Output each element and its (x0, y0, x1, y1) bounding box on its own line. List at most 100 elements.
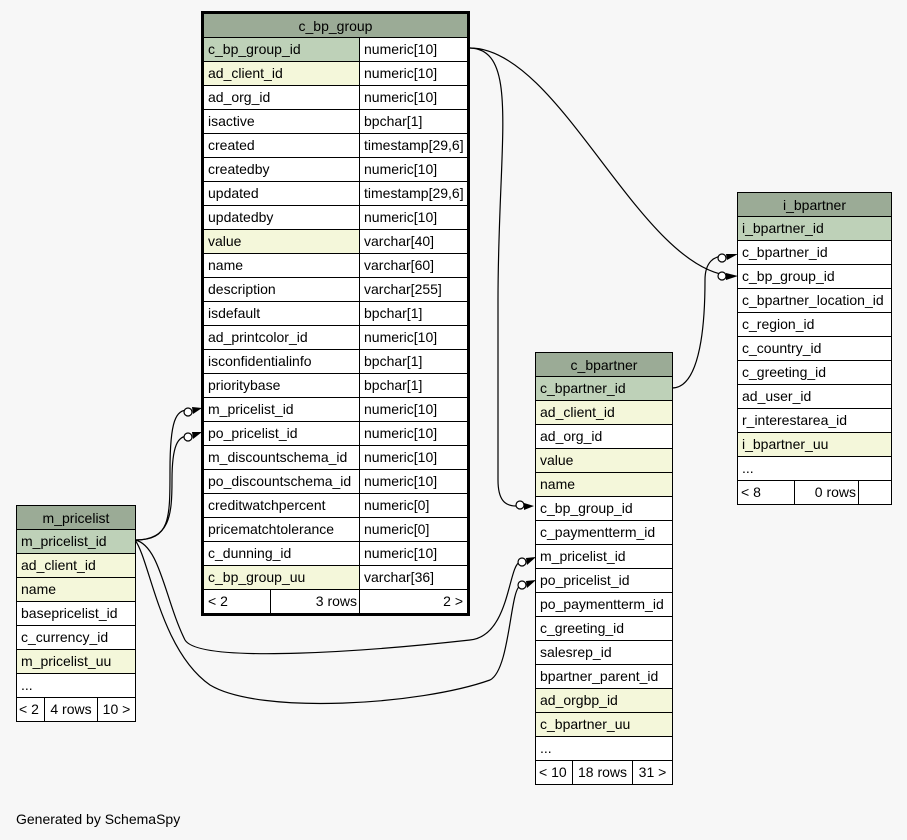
column-name: c_region_id (742, 316, 815, 332)
column-row[interactable]: po_paymentterm_id (536, 593, 672, 617)
edge-bpartner-to-ibpartner (671, 255, 725, 389)
table-footer: < 2 3 rows 2 > (204, 590, 467, 613)
column-type: numeric[10] (364, 89, 438, 105)
column-row[interactable]: c_bpartner_id (536, 377, 672, 401)
column-row[interactable]: ad_orgbp_id (536, 689, 672, 713)
more-columns-row[interactable]: ... (17, 674, 135, 698)
column-name: name (204, 254, 360, 277)
column-row[interactable]: i_bpartner_uu (738, 433, 891, 457)
footer-children[interactable] (859, 481, 891, 504)
more-columns-row[interactable]: ... (536, 737, 672, 761)
column-name: ... (742, 460, 754, 476)
column-name: c_bpartner_id (536, 377, 672, 400)
column-row[interactable]: c_bp_group_id (738, 265, 891, 289)
table-footer: < 8 0 rows (738, 481, 891, 504)
column-row[interactable]: c_region_id (738, 313, 891, 337)
column-type: varchar[40] (364, 233, 435, 249)
column-row[interactable]: name (536, 473, 672, 497)
column-type: numeric[10] (364, 425, 438, 441)
column-row[interactable]: value (536, 449, 672, 473)
footer-parents[interactable]: < 2 (204, 590, 271, 613)
footer-row-count: 18 rows (573, 761, 633, 784)
more-columns-row[interactable]: ... (738, 457, 891, 481)
column-row[interactable]: c_greeting_id (738, 361, 891, 385)
column-row[interactable]: m_pricelist_id (17, 530, 135, 554)
column-name: ad_client_id (204, 62, 360, 85)
footer-parents[interactable]: < 2 (17, 698, 45, 721)
column-type: numeric[10] (364, 449, 438, 465)
footer-parents[interactable]: < 10 (536, 761, 573, 784)
column-row[interactable]: c_bpartner_id (738, 241, 891, 265)
column-name: i_bpartner_id (738, 217, 891, 240)
column-row[interactable]: c_bpartner_location_id (738, 289, 891, 313)
column-row[interactable]: basepricelist_id (17, 602, 135, 626)
column-row[interactable]: c_bp_group_id (536, 497, 672, 521)
footer-parents[interactable]: < 8 (738, 481, 795, 504)
column-row[interactable]: ad_user_id (738, 385, 891, 409)
column-row[interactable]: c_bpartner_uu (536, 713, 672, 737)
column-row[interactable]: r_interestarea_id (738, 409, 891, 433)
footer-children[interactable]: 31 > (638, 764, 667, 780)
column-row[interactable]: m_pricelist_id (536, 545, 672, 569)
edge-end-marker (717, 271, 727, 281)
edge-bp-group-to-bpartner (469, 47, 517, 507)
column-name: c_bpartner_uu (536, 713, 672, 736)
column-row[interactable]: i_bpartner_id (738, 217, 891, 241)
column-row[interactable]: name (17, 578, 135, 602)
column-row[interactable]: ad_org_id (536, 425, 672, 449)
column-row[interactable]: ad_client_id (536, 401, 672, 425)
column-name: isconfidentialinfo (204, 350, 360, 373)
column-type: bpchar[1] (364, 113, 423, 129)
footer-children[interactable]: 2 > (443, 593, 463, 609)
column-type: varchar[36] (364, 569, 435, 585)
column-type: numeric[10] (364, 545, 438, 561)
column-name: po_discountschema_id (204, 470, 360, 493)
column-name: c_currency_id (21, 629, 109, 645)
column-row[interactable]: po_pricelist_id (536, 569, 672, 593)
table-footer: < 10 18 rows 31 > (536, 761, 672, 784)
column-name: prioritybase (204, 374, 360, 397)
footer-children[interactable]: 10 > (102, 701, 131, 717)
generated-by-credit: Generated by SchemaSpy (16, 811, 181, 827)
column-row[interactable]: m_pricelist_uu (17, 650, 135, 674)
column-name: c_greeting_id (742, 364, 827, 380)
column-name: m_pricelist_id (540, 548, 626, 564)
column-row[interactable]: salesrep_id (536, 641, 672, 665)
column-row[interactable]: ad_client_id (17, 554, 135, 578)
column-row[interactable]: c_country_id (738, 337, 891, 361)
column-type: numeric[0] (364, 521, 430, 537)
column-row[interactable]: c_paymentterm_id (536, 521, 672, 545)
column-row[interactable]: c_greeting_id (536, 617, 672, 641)
column-name: description (204, 278, 360, 301)
column-name: c_paymentterm_id (540, 524, 656, 540)
column-row[interactable]: bpartner_parent_id (536, 665, 672, 689)
column-row[interactable]: c_currency_id (17, 626, 135, 650)
